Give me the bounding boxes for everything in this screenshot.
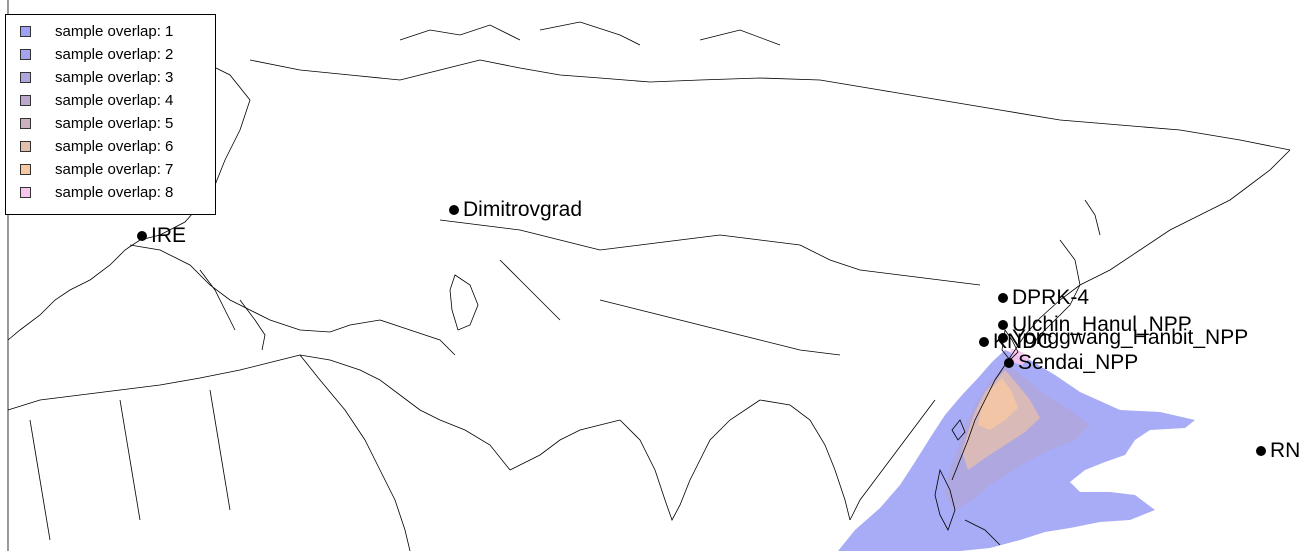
legend-label: sample overlap: 5 <box>55 114 174 132</box>
site-dot <box>998 319 1008 330</box>
site-label: RN <box>1270 439 1301 462</box>
legend-swatch <box>20 94 31 106</box>
site-marker-ulchin-hanul-npp: Ulchin_Hanul_NPP <box>998 314 1192 335</box>
legend-item: sample overlap: 4 <box>20 90 173 110</box>
legend-swatch <box>20 163 31 175</box>
legend-swatch <box>20 186 31 198</box>
site-label: IRE <box>151 224 187 247</box>
legend-label: sample overlap: 1 <box>55 22 174 40</box>
legend-item: sample overlap: 8 <box>20 182 173 202</box>
legend-label: sample overlap: 3 <box>55 68 174 86</box>
legend-swatch <box>20 48 31 60</box>
site-marker-kndc: KNDC <box>979 331 1053 352</box>
legend-item: sample overlap: 3 <box>20 67 173 87</box>
map-legend: sample overlap: 1 sample overlap: 2 samp… <box>5 14 216 215</box>
legend-label: sample overlap: 7 <box>55 160 174 178</box>
site-dot <box>1256 445 1266 456</box>
legend-item: sample overlap: 5 <box>20 113 173 133</box>
legend-label: sample overlap: 2 <box>55 45 174 63</box>
site-marker-dimitrovgrad: Dimitrovgrad <box>449 199 582 220</box>
site-dot <box>449 204 459 215</box>
site-dot <box>998 332 1008 343</box>
site-marker-yonggwang-hanbit-npp: Yonggwang_Hanbit_NPP <box>998 327 1248 348</box>
legend-swatch <box>20 25 31 37</box>
legend-item: sample overlap: 2 <box>20 44 173 64</box>
site-marker-rn: RN <box>1256 440 1300 461</box>
site-label: KNDC <box>993 330 1053 353</box>
site-dot <box>1004 357 1014 368</box>
coastlines <box>7 0 1291 551</box>
site-label: Dimitrovgrad <box>463 198 583 221</box>
site-label: Sendai_NPP <box>1018 351 1139 374</box>
legend-swatch <box>20 140 31 152</box>
site-marker-dprk-4: DPRK-4 <box>998 287 1089 308</box>
legend-label: sample overlap: 4 <box>55 91 174 109</box>
site-label: DPRK-4 <box>1012 286 1090 309</box>
legend-item: sample overlap: 1 <box>20 21 173 41</box>
plume-overlap-region <box>838 348 1195 551</box>
legend-item: sample overlap: 6 <box>20 136 173 156</box>
site-marker-ire: IRE <box>137 225 186 246</box>
site-label: Ulchin_Hanul_NPP <box>1012 313 1192 336</box>
plume-overlap-8 <box>1010 348 1030 365</box>
legend-item: sample overlap: 7 <box>20 159 173 179</box>
site-dot <box>998 292 1008 303</box>
plume-overlap-7 <box>978 378 1018 430</box>
site-marker-sendai-npp: Sendai_NPP <box>1004 352 1138 373</box>
legend-swatch <box>20 117 31 129</box>
legend-swatch <box>20 71 31 83</box>
legend-label: sample overlap: 8 <box>55 183 174 201</box>
site-dot <box>137 230 147 241</box>
legend-label: sample overlap: 6 <box>55 137 174 155</box>
site-dot <box>979 336 989 347</box>
site-label: Yonggwang_Hanbit_NPP <box>1012 326 1249 349</box>
